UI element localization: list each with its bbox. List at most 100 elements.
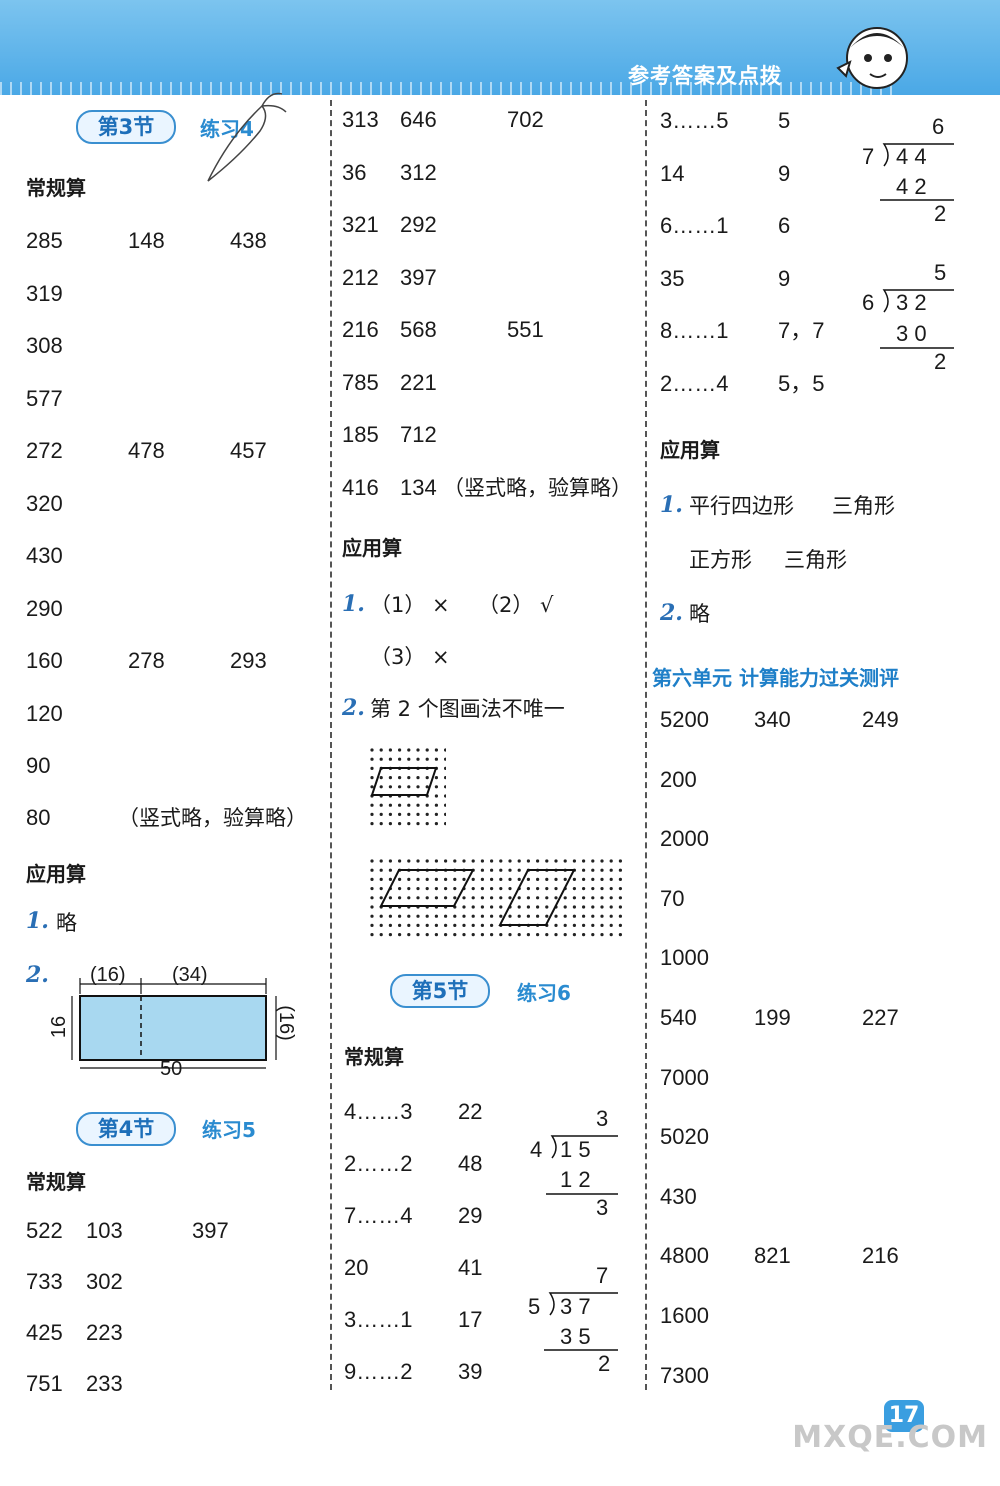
answer-value: 35 bbox=[660, 265, 685, 291]
grid-dot bbox=[536, 887, 540, 891]
grid-dot bbox=[379, 887, 383, 891]
grid-dot bbox=[471, 877, 475, 881]
grid-dot bbox=[499, 933, 503, 937]
grid-dot bbox=[434, 896, 438, 900]
grid-dot bbox=[370, 914, 374, 918]
grid-dot bbox=[582, 896, 586, 900]
grid-dot bbox=[545, 914, 549, 918]
answer-value: 397 bbox=[192, 1218, 229, 1243]
grid-dot bbox=[582, 868, 586, 872]
grid-dot bbox=[582, 859, 586, 863]
ruler-decoration bbox=[0, 82, 900, 95]
answer-value: 293 bbox=[230, 648, 267, 673]
grid-dot bbox=[434, 748, 438, 752]
grid-dot bbox=[545, 933, 549, 937]
grid-dot bbox=[526, 896, 530, 900]
grid-dot bbox=[508, 933, 512, 937]
answer-value: 134 bbox=[400, 474, 437, 500]
grid-dot bbox=[398, 923, 402, 927]
grid-dot bbox=[425, 785, 429, 789]
grid-dot bbox=[480, 914, 484, 918]
product: 1 2 bbox=[560, 1167, 591, 1192]
grid-dot bbox=[370, 896, 374, 900]
grid-dot bbox=[407, 859, 411, 863]
remainder: 3 bbox=[596, 1195, 609, 1220]
grid-dot bbox=[434, 794, 438, 798]
grid-dot bbox=[508, 896, 512, 900]
page-number: 17 bbox=[884, 1400, 924, 1432]
grid-dot bbox=[453, 896, 457, 900]
grid-dot bbox=[379, 859, 383, 863]
grid-dot bbox=[398, 803, 402, 807]
answer-value: 320 bbox=[26, 490, 63, 516]
grid-dot bbox=[480, 896, 484, 900]
grid-dot bbox=[591, 914, 595, 918]
grid-dot bbox=[416, 923, 420, 927]
shape-answer: 平行四边形 bbox=[689, 494, 794, 518]
grid-dot bbox=[600, 877, 604, 881]
parallelogram-shape bbox=[370, 767, 438, 796]
answer-value: 8……1 bbox=[660, 318, 729, 343]
grid-dot bbox=[416, 757, 420, 761]
grid-dot bbox=[471, 933, 475, 937]
grid-dot bbox=[563, 923, 567, 927]
watermark-text: MXQE.COM bbox=[792, 1420, 988, 1455]
answer-value: 29 bbox=[458, 1203, 483, 1228]
grid-dot bbox=[407, 877, 411, 881]
quotient: 5 bbox=[934, 260, 947, 285]
grid-dot bbox=[453, 877, 457, 881]
grid-dot bbox=[407, 776, 411, 780]
unit-title: 第六单元 计算能力过关测评 bbox=[652, 666, 899, 690]
grid-dot bbox=[490, 905, 494, 909]
grid-dot bbox=[370, 776, 374, 780]
parallelogram-shape bbox=[379, 869, 475, 907]
practice-label: 练习6 bbox=[517, 981, 571, 1005]
grid-dot bbox=[517, 905, 521, 909]
grid-dot bbox=[480, 859, 484, 863]
grid-dot bbox=[444, 748, 446, 752]
grid-dot bbox=[370, 905, 374, 909]
grid-dot bbox=[434, 812, 438, 816]
grid-dot bbox=[526, 877, 530, 881]
answer-value: 6 bbox=[778, 213, 791, 238]
long-division: 6 7 4 4 4 2 2 bbox=[856, 114, 956, 226]
judgement-answer: （2） √ bbox=[478, 593, 554, 617]
grid-dot bbox=[388, 868, 392, 872]
grid-dot bbox=[453, 887, 457, 891]
grid-dot bbox=[517, 933, 521, 937]
answer-value: 233 bbox=[86, 1371, 123, 1396]
grid-dot bbox=[526, 914, 530, 918]
grid-dot bbox=[609, 887, 613, 891]
grid-dot bbox=[480, 933, 484, 937]
grid-dot bbox=[379, 757, 383, 761]
grid-dot bbox=[526, 887, 530, 891]
grid-dot bbox=[407, 803, 411, 807]
grid-dot bbox=[554, 923, 558, 927]
grid-dot bbox=[563, 933, 567, 937]
grid-dot bbox=[554, 896, 558, 900]
grid-dot bbox=[425, 914, 429, 918]
quotient: 3 bbox=[596, 1106, 609, 1131]
grid-dot bbox=[444, 822, 446, 826]
grid-dot bbox=[407, 896, 411, 900]
grid-dot bbox=[370, 887, 374, 891]
grid-dot bbox=[416, 896, 420, 900]
answer-value: 702 bbox=[507, 107, 544, 132]
grid-dot bbox=[480, 923, 484, 927]
long-division: 5 6 3 2 3 0 2 bbox=[856, 260, 956, 374]
grid-dot bbox=[471, 905, 475, 909]
grid-dot bbox=[600, 933, 604, 937]
grid-dot bbox=[398, 887, 402, 891]
top-banner bbox=[0, 0, 1000, 95]
grid-dot bbox=[490, 868, 494, 872]
grid-dot bbox=[582, 887, 586, 891]
applied-calc-label: 应用算 bbox=[26, 862, 86, 886]
grid-dot bbox=[554, 877, 558, 881]
grid-dot bbox=[618, 887, 622, 891]
answer-value: 103 bbox=[86, 1218, 123, 1243]
grid-dot bbox=[572, 905, 576, 909]
dividend: 1 5 bbox=[560, 1137, 591, 1162]
shape-answer: 三角形 bbox=[784, 548, 847, 572]
answer-value: 120 bbox=[26, 700, 63, 726]
grid-dot bbox=[591, 877, 595, 881]
